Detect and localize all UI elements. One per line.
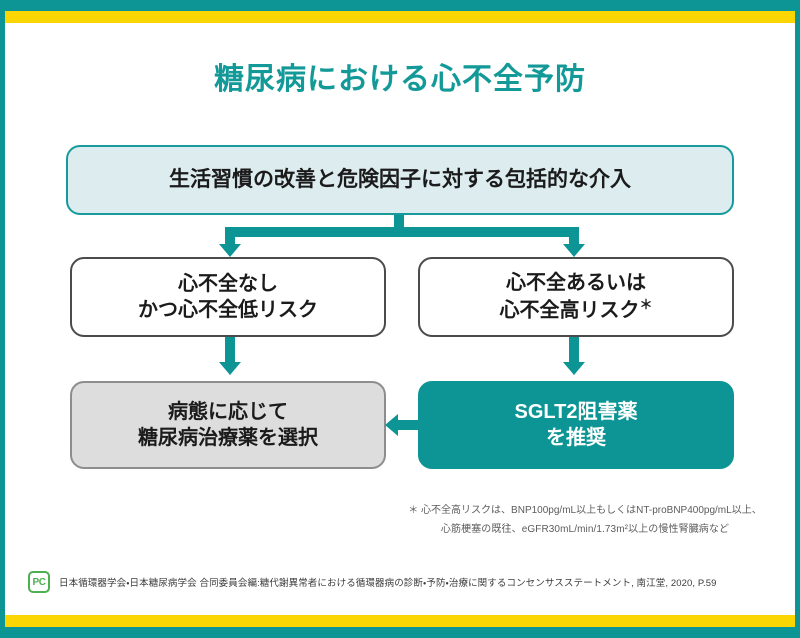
connector-drop-left — [225, 227, 235, 245]
footnote-line-1: ＊ 心不全高リスクは、BNP100pg/mL以上もしくはNT-proBNP400… — [408, 505, 762, 516]
bottom-yellow-band — [0, 615, 800, 627]
intervention-label: 生活習慣の改善と危険因子に対する包括的な介入 — [169, 168, 631, 192]
select-drug-text: 病態に応じて 糖尿病治療薬を選択 — [138, 399, 318, 452]
arrow-down-right-icon — [563, 244, 585, 257]
source-footer: PC 日本循環器学会・日本糖尿病学会 合同委員会編:糖代謝異常者における循環器病… — [28, 571, 717, 593]
select-drug-line1: 病態に応じて — [168, 400, 288, 423]
top-teal-band — [0, 0, 800, 11]
sglt2-line1: SGLT2阻害薬 — [514, 400, 638, 423]
connector-horizontal-sglt2 — [396, 420, 420, 430]
arrow-down-left-2-icon — [219, 362, 241, 375]
hf-risk-line2: 心不全高リスク＊ — [499, 296, 652, 324]
connector-mid-right — [569, 337, 579, 363]
source-citation: 日本循環器学会・日本糖尿病学会 合同委員会編:糖代謝異常者における循環器病の診断… — [59, 578, 717, 589]
flow-box-select-drug: 病態に応じて 糖尿病治療薬を選択 — [70, 381, 386, 469]
arrow-down-left-icon — [219, 244, 241, 257]
flow-box-intervention: 生活習慣の改善と危険因子に対する包括的な介入 — [66, 145, 734, 215]
no-hf-line2: かつ心不全低リスク — [138, 299, 318, 321]
connector-drop-right — [569, 227, 579, 245]
bottom-teal-band — [0, 627, 800, 638]
pc-logo-icon: PC — [28, 571, 50, 593]
sglt2-line2: を推奨 — [546, 427, 606, 449]
footnote-line-2: 心筋梗塞の既往、eGFR30mL/min/1.73m²以上の慢性腎臓病など — [440, 523, 730, 535]
arrow-down-right-2-icon — [563, 362, 585, 375]
right-teal-border — [795, 0, 800, 638]
select-drug-line2: 糖尿病治療薬を選択 — [138, 427, 318, 449]
left-teal-border — [0, 0, 5, 638]
footnote: ＊ 心不全高リスクは、BNP100pg/mL以上もしくはNT-proBNP400… — [400, 502, 770, 539]
flow-box-heart-failure-risk: 心不全あるいは 心不全高リスク＊ — [418, 257, 734, 337]
sglt2-text: SGLT2阻害薬 を推奨 — [515, 399, 638, 452]
no-hf-text: 心不全なし かつ心不全低リスク — [138, 271, 318, 324]
connector-stem-top — [394, 215, 404, 237]
arrow-left-icon — [385, 414, 398, 436]
hf-risk-line2-text: 心不全高リスク — [499, 299, 640, 322]
no-hf-line1: 心不全なし — [178, 272, 278, 295]
hf-risk-line1: 心不全あるいは — [505, 271, 646, 294]
flow-box-sglt2-recommended: SGLT2阻害薬 を推奨 — [418, 381, 734, 469]
hf-risk-asterisk: ＊ — [639, 297, 653, 313]
flow-box-no-heart-failure: 心不全なし かつ心不全低リスク — [70, 257, 386, 337]
hf-risk-text: 心不全あるいは 心不全高リスク＊ — [499, 270, 652, 324]
connector-horizontal-bar — [225, 227, 579, 237]
connector-mid-left — [225, 337, 235, 363]
page-title: 糖尿病における心不全予防 — [214, 63, 586, 96]
top-yellow-band — [0, 11, 800, 23]
